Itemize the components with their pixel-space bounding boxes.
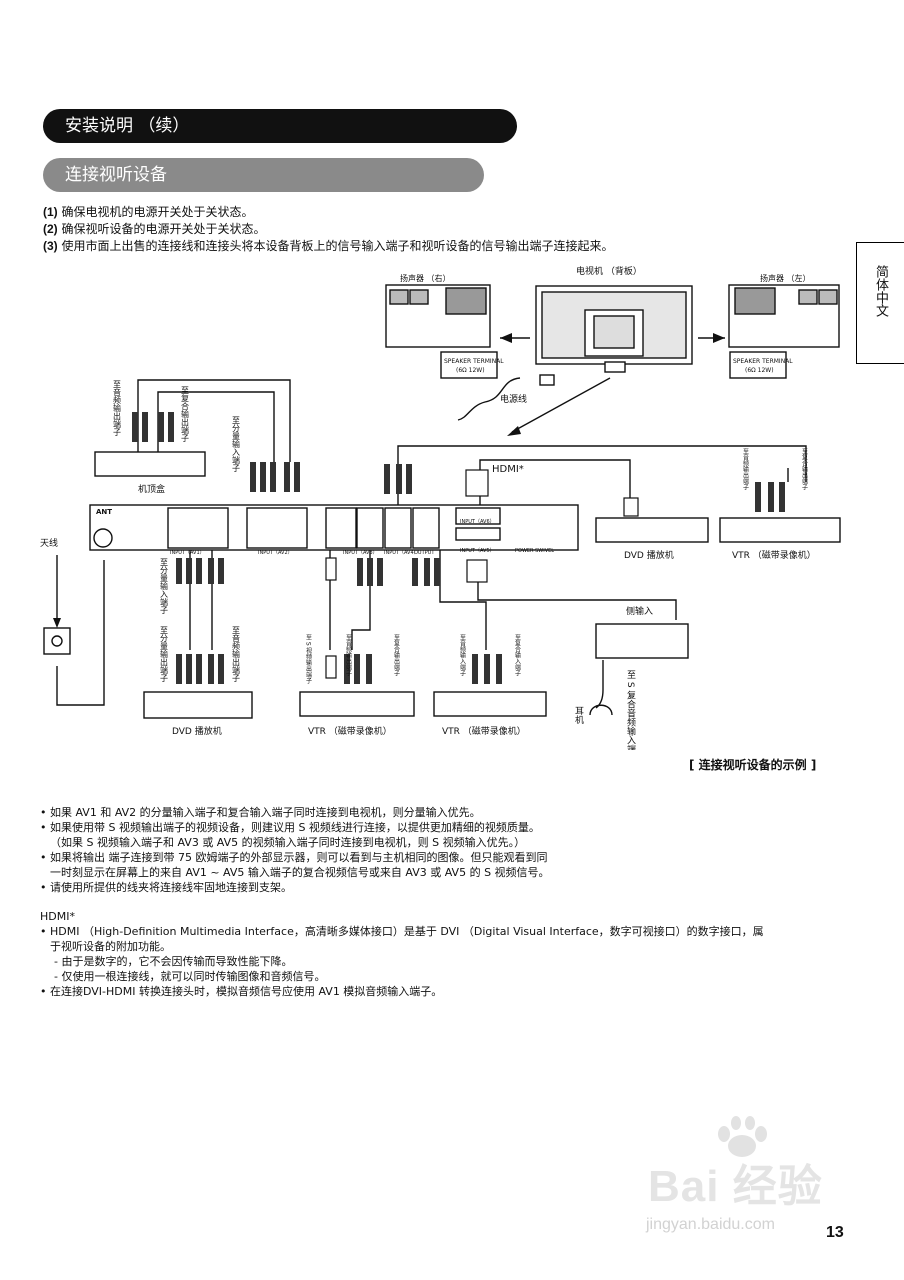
label-to-audio-in: 至音频输入端子: [459, 634, 466, 676]
label-panel-input-av1: INPUT（AV1）: [170, 550, 205, 556]
label-panel-input-av2: INPUT（AV2）: [258, 550, 293, 556]
label-speaker-spec-right: (6Ω 12W): [456, 367, 485, 374]
label-to-composite-in: 至复合输入端子: [514, 634, 521, 676]
watermark-brand: Bai 经验: [648, 1162, 823, 1211]
label-power-cord: 电源线: [500, 393, 527, 405]
label-side-input: 侧输入: [626, 605, 653, 617]
page-number: 13: [826, 1224, 844, 1241]
label-to-composite-out-3: 至复合输出端子: [801, 448, 808, 490]
notes-section: • 如果 AV1 和 AV2 的分量输入端子和复合输入端子同时连接到电视机，则分…: [40, 805, 860, 999]
hdmi-line: - 由于是数字的，它不会因传输而导致性能下降。: [54, 955, 293, 968]
label-panel-input-av3: INPUT（AV3）: [343, 550, 378, 556]
label-panel-output: OUTPUT: [414, 550, 435, 556]
label-to-s-video-out: 至 S 视频输出端子: [305, 634, 312, 684]
note-line: • 如果使用带 S 视频输出端子的视频设备，则建议用 S 视频线进行连接，以提供…: [40, 821, 540, 834]
label-tv-back: 电视机 （背板）: [576, 265, 642, 277]
label-to-audio-out: 至音频输出端子: [113, 380, 122, 436]
step-3: (3) 使用市面上出售的连接线和连接头将本设备背板上的信号输入端子和视听设备的信…: [43, 239, 614, 253]
label-speaker-terminal-right: SPEAKER TERMINAL: [444, 358, 504, 365]
baidu-paw-icon: [718, 1116, 767, 1157]
label-to-audio-out-2: 至音频输出端子: [232, 626, 241, 682]
label-dvd-player-right: DVD 播放机: [624, 549, 674, 561]
label-speaker-right: 扬声器 （右）: [400, 273, 451, 283]
diagram-caption: [ 连接视听设备的示例 ]: [689, 758, 817, 772]
section-header-subtitle: 连接视听设备: [43, 158, 484, 192]
label-to-audio-out-3: 至音频输出端子: [345, 634, 352, 676]
language-side-tab: 简体中文: [856, 242, 904, 364]
step-1: (1) 确保电视机的电源开关处于关状态。: [43, 205, 254, 219]
label-ant: ANT: [96, 508, 112, 516]
label-speaker-left: 扬声器 （左）: [760, 273, 811, 283]
hdmi-line: • 在连接DVI-HDMI 转换连接头时，模拟音频信号应使用 AV1 模拟音频输…: [40, 985, 443, 998]
label-panel-input-av5: INPUT（AV5）: [460, 548, 495, 554]
label-vtr-mid2: VTR （磁带录像机）: [442, 725, 526, 737]
label-headphones: 耳机: [573, 706, 584, 725]
label-to-audio-out-4: 至音频输出端子: [742, 448, 749, 490]
label-hdmi: HDMI*: [492, 464, 524, 475]
label-speaker-terminal-left: SPEAKER TERMINAL: [733, 358, 793, 365]
hdmi-line: - 仅使用一根连接线，就可以同时传输图像和音频信号。: [54, 970, 326, 983]
label-to-component-out: 至分量输出端子: [160, 626, 169, 682]
note-line: 一时刻显示在屏幕上的来自 AV1 ~ AV5 输入端子的复合视频信号或来自 AV…: [50, 866, 550, 879]
label-to-s-composite-audio-in: 至 S 复合音频输入端子: [625, 670, 636, 750]
label-vtr-right: VTR （磁带录像机）: [732, 549, 816, 561]
connection-diagram: 扬声器 （右） 电视机 （背板） 扬声器 （左） SPEAKER TERMINA…: [40, 265, 841, 750]
label-to-composite-out-2: 至复合输出端子: [393, 634, 400, 676]
label-dvd-player-left: DVD 播放机: [172, 725, 222, 737]
note-line: • 如果 AV1 和 AV2 的分量输入端子和复合输入端子同时连接到电视机，则分…: [40, 806, 481, 819]
step-2: (2) 确保视听设备的电源开关处于关状态。: [43, 222, 266, 236]
note-line: • 请使用所提供的线夹将连接线牢固地连接到支架。: [40, 881, 292, 894]
label-vtr-mid: VTR （磁带录像机）: [308, 725, 392, 737]
note-line: （如果 S 视频输入端子和 AV3 或 AV5 的视频输入端子同时连接到电视机，…: [50, 836, 526, 849]
section-header-title: 安装说明 （续）: [43, 109, 517, 143]
label-antenna: 天线: [40, 537, 58, 549]
label-to-component-in: 至分量输入端子: [232, 416, 241, 472]
step-list: (1) 确保电视机的电源开关处于关状态。 (2) 确保视听设备的电源开关处于关状…: [43, 204, 863, 255]
label-panel-power-swivel: POWER SWIVEL: [515, 548, 554, 554]
label-to-composite-out: 至复合输出端子: [181, 386, 190, 442]
hdmi-title: HDMI*: [40, 910, 75, 923]
label-settop-box: 机顶盒: [138, 483, 165, 495]
watermark-url: jingyan.baidu.com: [646, 1216, 775, 1233]
note-line: • 如果将输出 端子连接到带 75 欧姆端子的外部显示器，则可以看到与主机相同的…: [40, 851, 548, 864]
hdmi-line: • HDMI （High-Definition Multimedia Inter…: [40, 925, 764, 938]
label-to-component-in-2: 至分量输入端子: [160, 558, 169, 614]
label-panel-input-av6: INPUT（AV6）: [460, 519, 495, 525]
hdmi-line: 于视听设备的附加功能。: [50, 940, 171, 953]
label-speaker-spec-left: (6Ω 12W): [745, 367, 774, 374]
label-panel-input-av4: INPUT（AV4）: [384, 550, 419, 556]
